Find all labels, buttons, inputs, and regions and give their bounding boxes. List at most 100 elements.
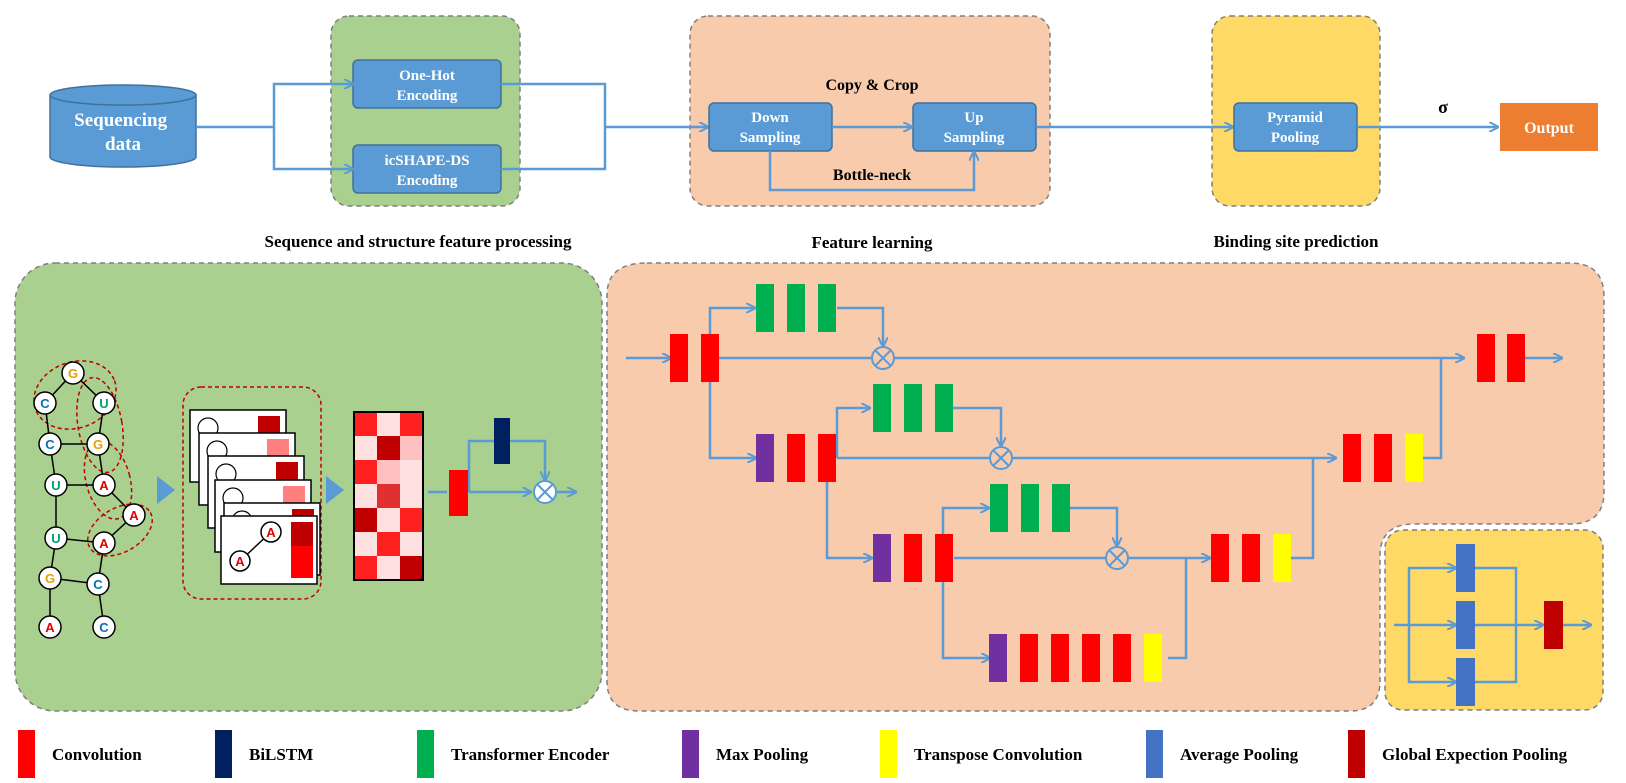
unet-multiply-ops bbox=[871, 346, 1129, 570]
rna-node bbox=[38, 432, 62, 456]
heatmap-cell bbox=[400, 484, 423, 508]
sigma-label: σ bbox=[1438, 97, 1448, 117]
bilstm-block bbox=[494, 418, 510, 464]
legend-label: Average Pooling bbox=[1180, 745, 1299, 764]
matrix-front-node bbox=[229, 550, 251, 572]
legend-label: Transformer Encoder bbox=[451, 745, 610, 764]
matrix-front-cell-top bbox=[291, 522, 313, 546]
max-pool-block bbox=[873, 534, 891, 582]
transpose-conv-block bbox=[1405, 434, 1423, 482]
conv-block bbox=[1082, 634, 1100, 682]
rna-node-label: U bbox=[99, 396, 108, 411]
conv-block bbox=[1507, 334, 1525, 382]
multiply-op bbox=[871, 346, 895, 370]
heatmap-cell bbox=[377, 412, 400, 436]
conv-block bbox=[1374, 434, 1392, 482]
caption-feature-learning: Feature learning bbox=[811, 233, 933, 252]
conv-block bbox=[670, 334, 688, 382]
rna-node bbox=[44, 473, 68, 497]
heatmap-cell bbox=[354, 460, 377, 484]
rna-node-label: A bbox=[45, 620, 55, 635]
heatmap-cell bbox=[400, 460, 423, 484]
legend-swatch bbox=[880, 730, 897, 778]
heatmap-cell bbox=[377, 484, 400, 508]
max-pool-block bbox=[989, 634, 1007, 682]
conv-block bbox=[1477, 334, 1495, 382]
rna-node-label: C bbox=[99, 620, 109, 635]
conv-block bbox=[1242, 534, 1260, 582]
transformer-block bbox=[1021, 484, 1039, 532]
sequencing-data-cylinder: Sequencing data bbox=[49, 84, 197, 168]
triangle-arrow-2 bbox=[326, 476, 344, 504]
rna-node-label: U bbox=[51, 478, 60, 493]
triangle-arrow-1 bbox=[157, 476, 175, 504]
bilstm-attention bbox=[428, 418, 576, 516]
rna-node bbox=[92, 391, 116, 415]
rna-node bbox=[38, 615, 62, 639]
feature-heatmap bbox=[353, 411, 424, 581]
conv-block bbox=[1343, 434, 1361, 482]
avg-pool-block-1 bbox=[1456, 544, 1475, 592]
heatmap-border bbox=[353, 411, 424, 581]
transpose-conv-block bbox=[1273, 534, 1291, 582]
rna-node-label: A bbox=[99, 478, 109, 493]
conv-block bbox=[1211, 534, 1229, 582]
rna-node-label: U bbox=[51, 531, 60, 546]
heatmap-cell bbox=[400, 508, 423, 532]
conv-block bbox=[787, 434, 805, 482]
heatmap-cell bbox=[400, 556, 423, 580]
legend-swatch bbox=[18, 730, 35, 778]
rna-node-label: A bbox=[129, 508, 139, 523]
matrix-front-node-label: A bbox=[266, 525, 276, 540]
transformer-block bbox=[904, 384, 922, 432]
legend-label: Global Expection Pooling bbox=[1382, 745, 1568, 764]
output-box bbox=[1500, 103, 1598, 151]
transformer-block bbox=[787, 284, 805, 332]
legend-label: Max Pooling bbox=[716, 745, 809, 764]
legend-swatch bbox=[682, 730, 699, 778]
caption-sequence-structure: Sequence and structure feature processin… bbox=[265, 232, 572, 251]
legend-label: Transpose Convolution bbox=[914, 745, 1083, 764]
heatmap-cell bbox=[354, 484, 377, 508]
transformer-block bbox=[935, 384, 953, 432]
rna-node bbox=[44, 526, 68, 550]
transformer-block bbox=[1052, 484, 1070, 532]
heatmap-cell bbox=[400, 532, 423, 556]
sequencing-data-line1: Sequencing bbox=[74, 110, 167, 131]
conv-block bbox=[935, 534, 953, 582]
legend-swatch bbox=[1348, 730, 1365, 778]
global-expection-pool-block bbox=[1544, 601, 1563, 649]
rna-node bbox=[33, 391, 57, 415]
transformer-block bbox=[818, 284, 836, 332]
rna-node-label: C bbox=[40, 396, 50, 411]
unet-connectors bbox=[626, 308, 1562, 658]
conv-block bbox=[818, 434, 836, 482]
heatmap-cell bbox=[354, 436, 377, 460]
bottom-yellow-panel bbox=[1384, 529, 1604, 711]
multiply-op bbox=[1105, 546, 1129, 570]
rna-node bbox=[61, 361, 85, 385]
heatmap-cell bbox=[354, 508, 377, 532]
unet-blocks bbox=[670, 284, 1525, 682]
conv-block bbox=[904, 534, 922, 582]
rna-node bbox=[86, 432, 110, 456]
rna-node bbox=[92, 615, 116, 639]
rna-node bbox=[38, 566, 62, 590]
legend-label: Convolution bbox=[52, 745, 142, 764]
caption-binding-site: Binding site prediction bbox=[1214, 232, 1380, 251]
multiply-op bbox=[533, 480, 557, 504]
heatmap-cell bbox=[354, 532, 377, 556]
bottleneck-label: Bottle-neck bbox=[833, 167, 911, 184]
copy-crop-label: Copy & Crop bbox=[825, 77, 918, 94]
multiply-op bbox=[989, 446, 1013, 470]
heatmap-cell bbox=[377, 508, 400, 532]
conv-block bbox=[1113, 634, 1131, 682]
conv-block-small bbox=[449, 470, 468, 516]
avg-pool-block-3 bbox=[1456, 658, 1475, 706]
heatmap-cell bbox=[354, 412, 377, 436]
